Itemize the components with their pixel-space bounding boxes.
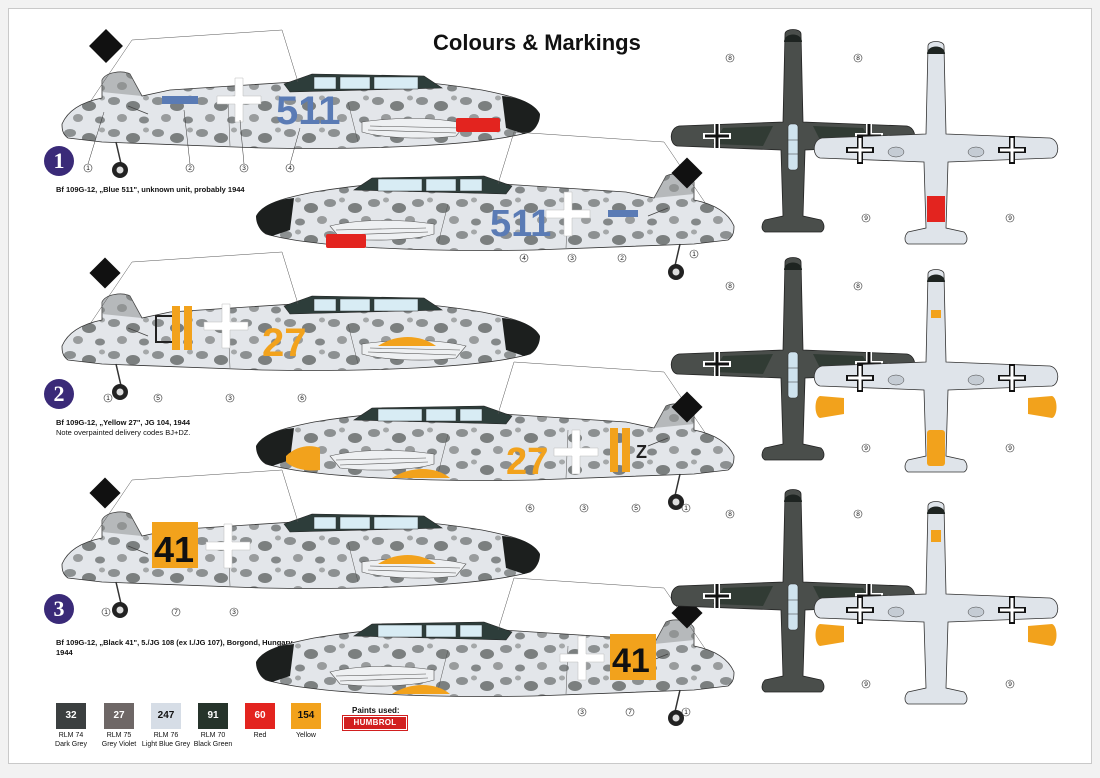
paint-label-60: Red (232, 731, 288, 740)
callout-3-7: 7 (174, 609, 178, 616)
scheme2-top-view (671, 258, 915, 461)
paint-chip-91: 91 (198, 703, 228, 729)
paint-label-27: RLM 75 Grey Violet (91, 731, 147, 749)
scheme-caption-3: Bf 109G-12, „Black 41", 5./JG 108 (ex I.… (56, 638, 306, 658)
scheme1-right-profile: 511 (255, 131, 735, 281)
paint-desc-27: Grey Violet (101, 741, 137, 748)
callout-1b: 1 (692, 251, 696, 258)
scheme1-left-profile: 511 (61, 29, 541, 179)
paint-desc-32: Dark Grey (55, 741, 87, 748)
paint-desc-247: Light Blue Grey (141, 741, 191, 748)
paint-name-91: RLM 70 (200, 732, 226, 739)
callout-3-9b: 9 (1008, 681, 1012, 688)
callout-8b: 8 (856, 55, 860, 62)
paint-desc-91: Black Green (193, 741, 233, 748)
callout-8a: 8 (728, 55, 732, 62)
callout-2-9a: 9 (864, 445, 868, 452)
callout-2-1: 1 (106, 395, 110, 402)
callout-3-8b: 8 (856, 511, 860, 518)
scheme2-code-left: 27 (262, 321, 307, 365)
callout-2b: 2 (620, 255, 624, 262)
callout-1: 1 (86, 165, 90, 172)
paint-label-247: RLM 76 Light Blue Grey (138, 731, 194, 749)
paint-name-247: RLM 76 (153, 732, 179, 739)
callout-2: 2 (188, 165, 192, 172)
callout-9a: 9 (864, 215, 868, 222)
paint-label-32: RLM 74 Dark Grey (43, 731, 99, 749)
scheme1-code-left: 511 (276, 89, 341, 133)
scheme-caption-1: Bf 109G-12, „Blue 511", unknown unit, pr… (56, 185, 286, 195)
scheme-title-1: Bf 109G-12, „Blue 511", unknown unit, pr… (56, 185, 245, 194)
callouts: 1 2 3 4 4 3 2 1 8 8 9 9 1 5 3 6 6 3 5 1 … (83, 53, 1015, 717)
scheme-title-2: Bf 109G-12, „Yellow 27", JG 104, 1944 (56, 418, 191, 427)
paint-name-27: RLM 75 (106, 732, 132, 739)
scheme2-right-profile: Z 27 (255, 361, 735, 511)
callout-2-8a: 8 (728, 283, 732, 290)
callout-3-1: 1 (104, 609, 108, 616)
scheme3-code-right: 41 (612, 642, 650, 680)
callout-3-3: 3 (232, 609, 236, 616)
callout-4: 4 (288, 165, 292, 172)
paint-chip-32: 32 (56, 703, 86, 729)
callout-3-9a: 9 (864, 681, 868, 688)
callout-3-7b: 7 (628, 709, 632, 716)
scheme-number-2: 2 (44, 379, 74, 409)
humbrol-logo: HUMBROL (342, 715, 408, 731)
callout-3: 3 (242, 165, 246, 172)
scheme-title-3: Bf 109G-12, „Black 41", 5./JG 108 (ex I.… (56, 638, 293, 657)
callout-2-5: 5 (156, 395, 160, 402)
paint-name-32: RLM 74 (58, 732, 84, 739)
callout-3-3b: 3 (580, 709, 584, 716)
callout-2-3b: 3 (582, 505, 586, 512)
scheme2-code-right: 27 (506, 441, 548, 483)
callout-2-6b: 6 (528, 505, 532, 512)
callout-4b: 4 (522, 255, 526, 262)
scheme-note-2: Note overpainted delivery codes BJ+DZ. (56, 428, 191, 437)
callout-2-3: 3 (228, 395, 232, 402)
paint-label-154: Yellow (278, 731, 334, 740)
scheme-caption-2: Bf 109G-12, „Yellow 27", JG 104, 1944 No… (56, 418, 286, 438)
callout-9b: 9 (1008, 215, 1012, 222)
scheme1-code-right: 511 (490, 203, 551, 245)
scheme2-left-profile: 27 (61, 251, 541, 401)
callout-3-1b: 1 (684, 709, 688, 716)
callout-2-6: 6 (300, 395, 304, 402)
callout-2-1b: 1 (684, 505, 688, 512)
paints-used-label: Paints used: (352, 706, 400, 715)
scheme3-right-profile: 41 (255, 577, 735, 727)
callout-2-5b: 5 (634, 505, 638, 512)
scheme3-under-view (814, 502, 1058, 705)
paint-chip-27: 27 (104, 703, 134, 729)
callout-2-9b: 9 (1008, 445, 1012, 452)
callout-2-8b: 8 (856, 283, 860, 290)
paint-chip-247: 247 (151, 703, 181, 729)
scheme2-under-view (814, 270, 1058, 473)
paint-name-60: Red (253, 732, 267, 739)
page-title: Colours & Markings (433, 30, 641, 55)
paint-label-91: RLM 70 Black Green (185, 731, 241, 749)
paint-chip-154: 154 (291, 703, 321, 729)
scheme1-under-view (814, 42, 1058, 245)
scheme3-left-profile: 41 (61, 469, 541, 619)
scheme3-code-left: 41 (154, 529, 194, 570)
scheme1-top-view (671, 30, 915, 233)
callout-3-8a: 8 (728, 511, 732, 518)
callout-3b: 3 (570, 255, 574, 262)
scheme2-delivery-code: Z (636, 442, 647, 462)
scheme-number-3: 3 (44, 594, 74, 624)
paint-chip-60: 60 (245, 703, 275, 729)
scheme-number-1: 1 (44, 146, 74, 176)
paint-name-154: Yellow (296, 732, 316, 739)
